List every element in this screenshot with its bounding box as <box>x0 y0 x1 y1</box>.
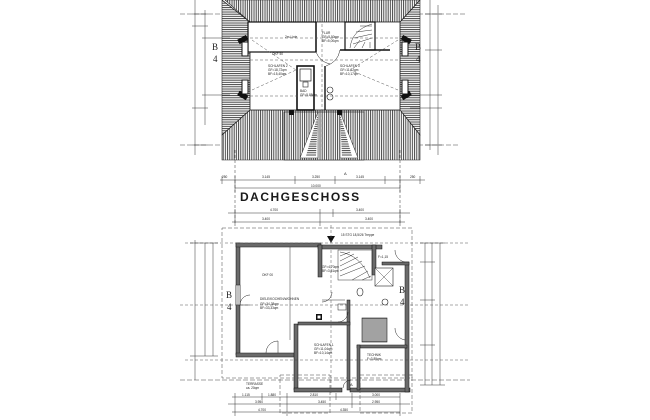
svg-text:GF=5,50qm: GF=5,50qm <box>322 35 339 39</box>
upper-roof-label: 2m-Linie <box>285 35 297 39</box>
svg-text:BF=10,14qm: BF=10,14qm <box>314 351 333 355</box>
lower-floor-plan: OKF 00 DIELE/KOCHEN/WOHNEN GF=34,38qm BF… <box>180 208 470 416</box>
upper-floor-plan: 2m-Linie OKF 50 SCHLAFEN 2 GF=18,72qm BF… <box>180 0 465 225</box>
room-schlafen-3: SCHLAFEN 3 GF=11,72qm BF=10,17qm <box>340 64 360 76</box>
dim-label: 2.950 <box>372 400 380 404</box>
svg-text:GF=11,04qm: GF=11,04qm <box>314 347 333 351</box>
svg-text:GF=11,72qm: GF=11,72qm <box>340 68 359 72</box>
svg-text:GF=5,88qm: GF=5,88qm <box>300 93 317 97</box>
dim-label: 4.700 <box>270 208 278 212</box>
room-dusche: GF=4,70qm BF=3,51qm <box>322 265 339 273</box>
svg-text:BF=10,17qm: BF=10,17qm <box>340 72 359 76</box>
dim-label: 1.115 <box>242 393 250 397</box>
svg-text:GF=4,70qm: GF=4,70qm <box>322 265 339 269</box>
terrace-label: TERRASSE ca. 20qm <box>246 382 263 390</box>
dim-label: 3.145 <box>262 175 270 179</box>
floor-title-dachgeschoss: DACHGESCHOSS <box>240 190 361 204</box>
dim-label: 4.350 <box>340 408 348 412</box>
svg-text:SCHLAFEN 3: SCHLAFEN 3 <box>340 64 360 68</box>
dim-label: 3.145 <box>356 175 364 179</box>
dim-label: 4.700 <box>258 408 266 412</box>
dim-label: 3.950 <box>255 400 263 404</box>
dim-label: 2.810 <box>310 393 318 397</box>
section-arrow-icon: 4 <box>400 297 405 307</box>
upper-level-mark: OKF 50 <box>272 52 283 56</box>
svg-text:BF=33,33qm: BF=33,33qm <box>260 306 279 310</box>
dim-label: 250 <box>222 175 228 179</box>
room-bad-upper: BAD GF=5,88qm <box>300 89 317 97</box>
section-mark-b-right: B <box>415 42 421 52</box>
room-schlafen-2: SCHLAFEN 2 GF=18,72qm BF=15,40qm <box>268 64 288 76</box>
dim-label: 3.400 <box>356 208 364 212</box>
section-arrow-icon: 4 <box>213 54 218 64</box>
stair-arrow-icon <box>327 236 335 243</box>
door-note: F=1,15 <box>378 255 388 259</box>
svg-text:BF=15,40qm: BF=15,40qm <box>268 72 287 76</box>
room-technik: TECHNIK F=3,89qm <box>367 353 382 361</box>
section-mark-b-right-lower: B <box>399 285 405 295</box>
dim-label: 250 <box>410 175 416 179</box>
svg-text:GF=34,38qm: GF=34,38qm <box>260 302 279 306</box>
svg-text:SCHLAFEN 1: SCHLAFEN 1 <box>314 343 334 347</box>
section-mark-a-lower: A <box>350 382 353 387</box>
svg-text:FLUR: FLUR <box>322 31 331 35</box>
svg-text:DIELE/KOCHEN/WOHNEN: DIELE/KOCHEN/WOHNEN <box>260 297 300 301</box>
dim-label: 1.880 <box>268 393 276 397</box>
dim-label: 3.000 <box>372 393 380 397</box>
section-arrow-icon: 4 <box>227 302 232 312</box>
dim-label: 3.400 <box>365 217 373 221</box>
svg-text:BAD: BAD <box>300 89 307 93</box>
svg-text:BF=3,51qm: BF=3,51qm <box>322 269 339 273</box>
dim-label: 3.400 <box>262 217 270 221</box>
room-diele-kochen-wohnen: DIELE/KOCHEN/WOHNEN GF=34,38qm BF=33,33q… <box>260 297 300 310</box>
room-flur: FLUR GF=5,50qm BF=5,00qm <box>322 31 339 43</box>
svg-text:F=3,89qm: F=3,89qm <box>367 357 382 361</box>
room-schlafen-1: SCHLAFEN 1 GF=11,04qm BF=10,14qm <box>314 343 334 355</box>
dim-label: 3.250 <box>312 175 320 179</box>
svg-text:ca. 20qm: ca. 20qm <box>246 386 259 390</box>
section-mark-b-left: B <box>212 42 218 52</box>
section-mark-b-left-lower: B <box>226 290 232 300</box>
svg-text:TECHNIK: TECHNIK <box>367 353 382 357</box>
svg-text:TERRASSE: TERRASSE <box>246 382 263 386</box>
stair-note: 15 STG 18,5/26 Treppe <box>341 233 375 237</box>
svg-text:GF=18,72qm: GF=18,72qm <box>268 68 287 72</box>
section-arrow-icon: 4 <box>416 54 421 64</box>
dim-overall: 10.000 <box>311 184 321 188</box>
section-mark-a: A <box>344 171 347 176</box>
lower-level-mark: OKF 00 <box>262 273 273 277</box>
svg-text:BF=5,00qm: BF=5,00qm <box>322 39 339 43</box>
svg-text:SCHLAFEN 2: SCHLAFEN 2 <box>268 64 288 68</box>
dim-label: 3.450 <box>318 400 326 404</box>
